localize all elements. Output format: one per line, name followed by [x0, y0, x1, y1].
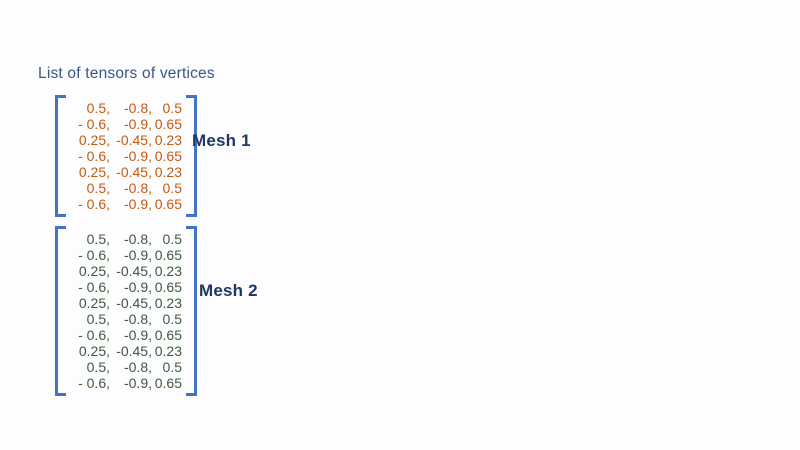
- matrix-cell: 0.25,: [78, 164, 110, 180]
- matrix-cell: 0.65: [154, 375, 182, 391]
- mesh-2-label: Mesh 2: [199, 281, 258, 300]
- left-bracket-icon: [55, 95, 66, 217]
- matrix-cell: 0.23: [154, 263, 182, 279]
- matrix-cell: 0.23: [154, 132, 182, 148]
- matrix-cell: 0.65: [154, 279, 182, 295]
- matrix-cell: 0.65: [154, 327, 182, 343]
- matrix-cell: 0.5: [162, 180, 182, 196]
- matrix-cell: 0.5,: [86, 180, 110, 196]
- matrix-cell: 0.23: [154, 295, 182, 311]
- matrix-cell: -0.9,: [123, 327, 152, 343]
- matrix-cell: - 0.6,: [78, 196, 110, 212]
- matrix-cell: - 0.6,: [78, 116, 110, 132]
- matrix-cell: 0.25,: [78, 343, 110, 359]
- matrix-cell: -0.8,: [123, 359, 152, 375]
- matrix-cell: 0.23: [154, 343, 182, 359]
- matrix-cell: -0.45,: [116, 263, 152, 279]
- matrix-cell: - 0.6,: [78, 247, 110, 263]
- matrix-cell: -0.45,: [116, 295, 152, 311]
- matrix-cell: -0.45,: [116, 343, 152, 359]
- matrix-cell: - 0.6,: [78, 148, 110, 164]
- matrix-cell: - 0.6,: [78, 327, 110, 343]
- matrix-cell: 0.25,: [78, 263, 110, 279]
- matrix-cell: 0.5: [162, 359, 182, 375]
- matrix-cell: 0.5,: [86, 231, 110, 247]
- matrix-cell: -0.8,: [123, 180, 152, 196]
- matrix-cell: 0.65: [154, 148, 182, 164]
- matrix-cell: -0.45,: [116, 132, 152, 148]
- matrix-cell: 0.5: [162, 100, 182, 116]
- matrix-cell: 0.65: [154, 247, 182, 263]
- right-bracket-icon: [186, 95, 197, 217]
- matrix-cell: -0.45,: [116, 164, 152, 180]
- matrix-cell: -0.8,: [123, 100, 152, 116]
- matrix-cell: - 0.6,: [78, 375, 110, 391]
- matrix-cell: -0.9,: [123, 196, 152, 212]
- matrix-cell: -0.9,: [123, 375, 152, 391]
- matrix-cell: 0.5,: [86, 100, 110, 116]
- matrix-cell: 0.25,: [78, 295, 110, 311]
- matrix-cell: -0.8,: [123, 311, 152, 327]
- matrix-cell: 0.25,: [78, 132, 110, 148]
- matrix-cell: -0.9,: [123, 148, 152, 164]
- matrix-cell: 0.65: [154, 196, 182, 212]
- matrix-cell: -0.9,: [123, 116, 152, 132]
- matrix-cell: 0.5,: [86, 359, 110, 375]
- matrix-cell: -0.9,: [123, 279, 152, 295]
- page-title: List of tensors of vertices: [38, 65, 215, 82]
- left-bracket-icon: [55, 226, 66, 396]
- matrix-cell: 0.23: [154, 164, 182, 180]
- mesh-1-label: Mesh 1: [192, 131, 251, 150]
- right-bracket-icon: [186, 226, 197, 396]
- matrix-cell: - 0.6,: [78, 279, 110, 295]
- matrix-cell: -0.8,: [123, 231, 152, 247]
- matrix-cell: 0.5: [162, 311, 182, 327]
- matrix-cell: 0.5: [162, 231, 182, 247]
- matrix-cell: -0.9,: [123, 247, 152, 263]
- matrix-cell: 0.5,: [86, 311, 110, 327]
- matrix-cell: 0.65: [154, 116, 182, 132]
